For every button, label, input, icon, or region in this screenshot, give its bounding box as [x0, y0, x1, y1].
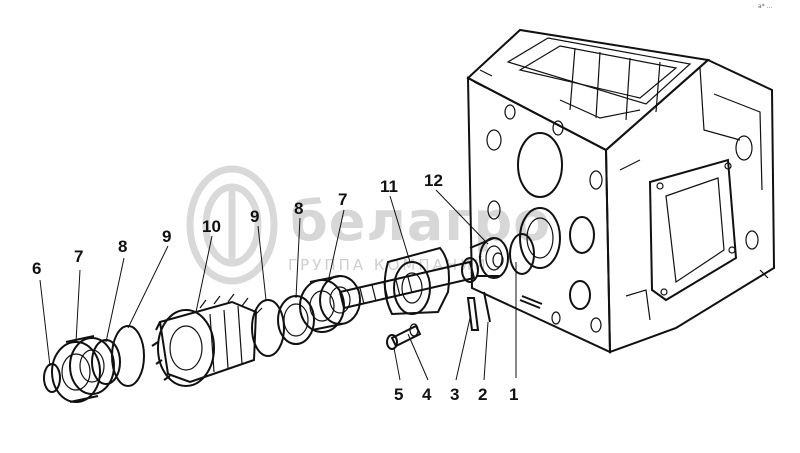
- callout-11: 11: [380, 177, 398, 196]
- callout-12: 12: [424, 171, 443, 190]
- corner-mark: a* ...: [758, 3, 772, 10]
- part-7-left-bearing: [51, 335, 115, 403]
- callout-6: 6: [32, 259, 41, 278]
- part-9-right-ring: [251, 299, 285, 357]
- part-10-gear: [151, 293, 263, 387]
- leader-lines: [39, 189, 517, 381]
- part-12-bearing: [469, 237, 509, 279]
- callout-5: 5: [394, 385, 403, 404]
- watermark-logo: [186, 165, 278, 285]
- callout-9-right: 9: [250, 207, 259, 226]
- part-11-shaft: [338, 246, 479, 316]
- part-2-pin: [483, 291, 491, 323]
- part-7-right-bearing: [299, 275, 361, 333]
- callout-10: 10: [202, 217, 221, 236]
- part-1-snap-ring: [509, 233, 535, 275]
- callout-4: 4: [422, 385, 432, 404]
- callout-7-left: 7: [74, 247, 83, 266]
- part-4-5-bolt: [386, 323, 422, 350]
- part-3-key: [466, 297, 480, 331]
- part-6-snap-ring: [43, 363, 61, 393]
- shaft-assembly: [43, 233, 535, 403]
- part-8-left-washer: [91, 339, 121, 385]
- watermark-brand: белагро: [290, 190, 551, 253]
- watermark: белагро ГРУППА КОМПАНИЙ: [186, 165, 551, 285]
- callout-2: 2: [478, 385, 487, 404]
- callout-3: 3: [450, 385, 459, 404]
- callout-8-left: 8: [118, 237, 127, 256]
- callout-9-left: 9: [162, 227, 171, 246]
- callout-1: 1: [509, 385, 518, 404]
- callout-8-right: 8: [294, 199, 303, 218]
- callout-7-right: 7: [338, 190, 347, 209]
- gearbox-housing: [466, 28, 776, 354]
- callout-labels: 1 2 3 4 5 6 7 7 8 8 9 9 10 11 12: [32, 171, 518, 404]
